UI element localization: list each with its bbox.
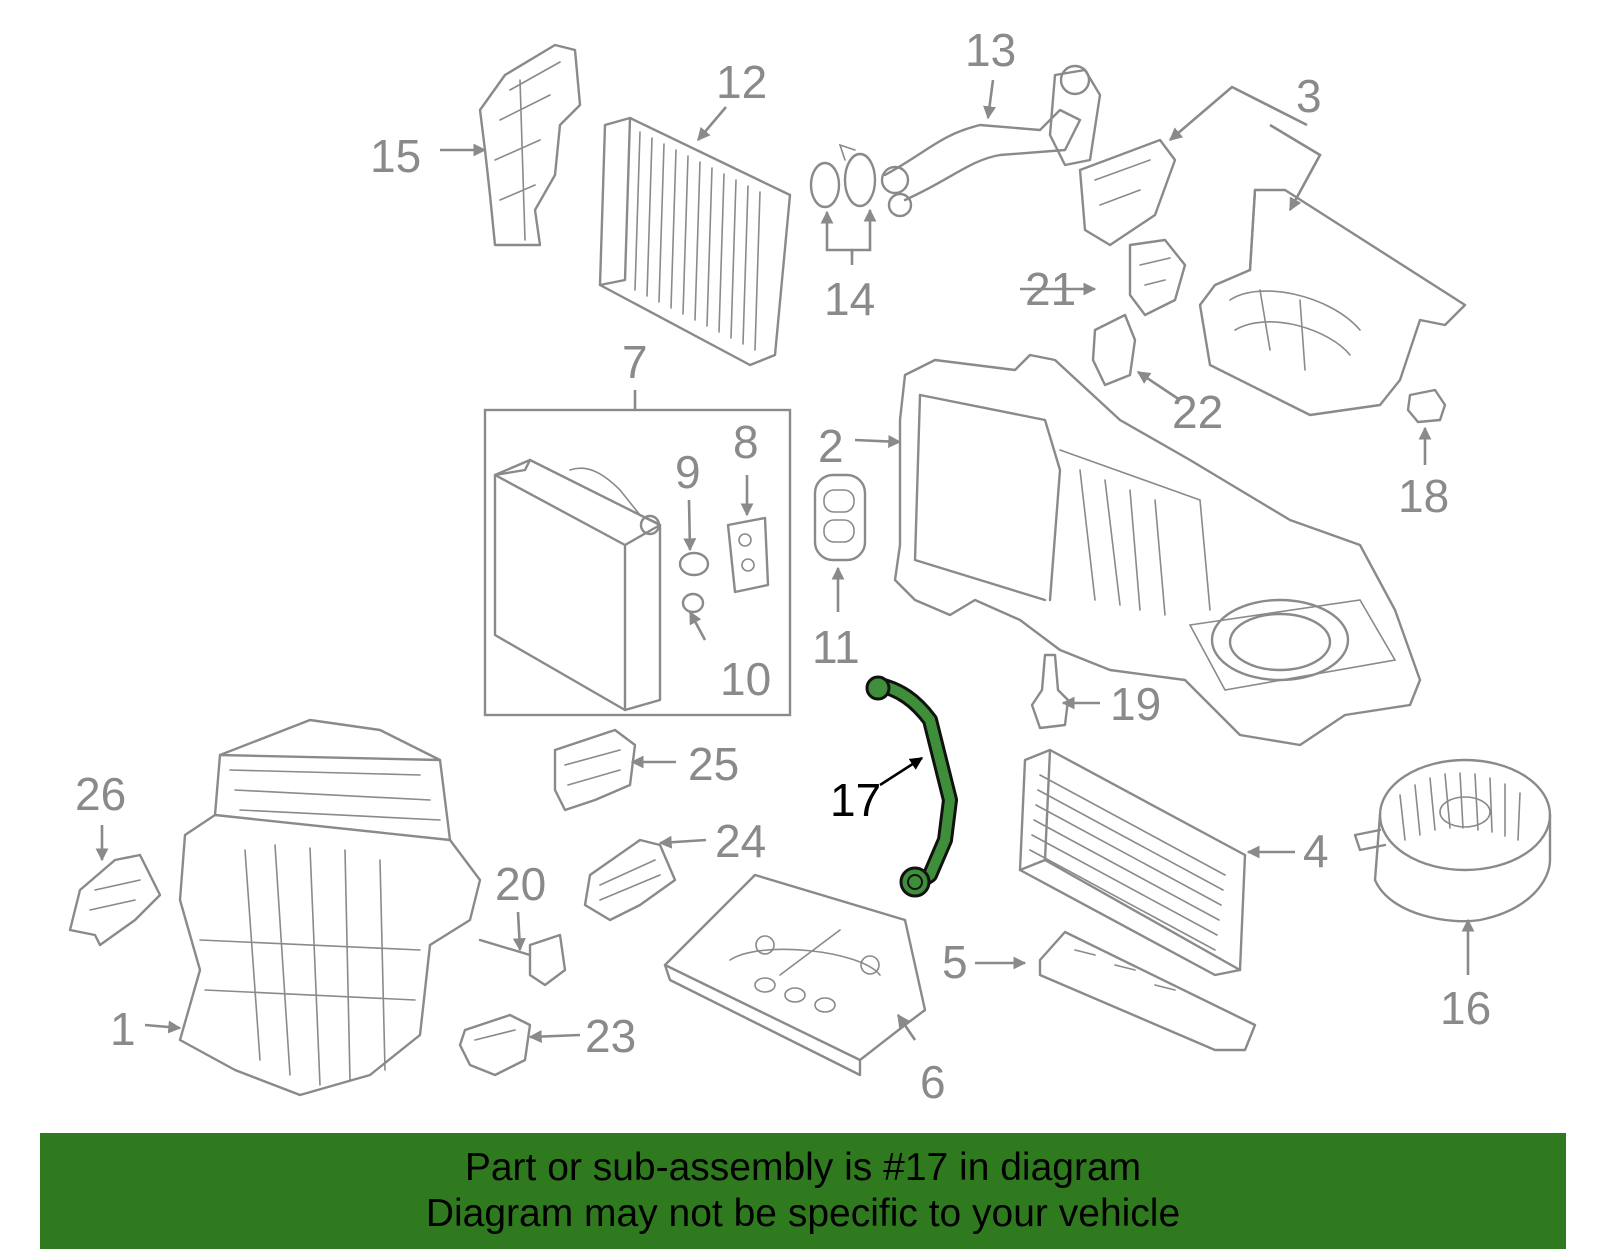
- part-23-actuator-drawing: [458, 1013, 532, 1077]
- part-17-drain-hose-highlighted[interactable]: [865, 675, 958, 898]
- callout-5[interactable]: 5: [942, 936, 968, 988]
- part-19-sensor-drawing: [1030, 653, 1070, 730]
- part-2-hvac-housing-drawing: [893, 353, 1422, 747]
- callout-17[interactable]: 17: [830, 774, 881, 826]
- callout-11[interactable]: 11: [812, 621, 860, 673]
- part-16-blower-motor-drawing: [1353, 758, 1552, 923]
- callout-13[interactable]: 13: [965, 24, 1016, 76]
- part-26-bracket-drawing: [68, 853, 162, 947]
- callout-21[interactable]: 21: [1025, 263, 1076, 315]
- part-24-actuator-drawing: [583, 838, 677, 922]
- footer-banner: Part or sub-assembly is #17 in diagram D…: [40, 1133, 1566, 1249]
- callout-9[interactable]: 9: [675, 446, 701, 498]
- part-21-actuator-drawing: [1128, 238, 1187, 317]
- part-11-seal-drawing: [813, 473, 867, 562]
- callout-15[interactable]: 15: [370, 130, 421, 182]
- callout-labels: 1 2 3 4 5 6 7 8 9 10 11 12 13 14 15 16 1…: [75, 24, 1491, 1108]
- part-4-cabin-filter-drawing: [1018, 748, 1247, 977]
- leader-line-17: [879, 756, 924, 787]
- callout-24[interactable]: 24: [715, 815, 766, 867]
- callout-3[interactable]: 3: [1296, 70, 1322, 122]
- callout-26[interactable]: 26: [75, 768, 126, 820]
- part-8-expansion-valve-drawing: [726, 516, 770, 594]
- part-22-actuator-drawing: [1091, 313, 1137, 387]
- part-12-heater-core-drawing: [598, 116, 792, 367]
- part-13-heater-pipe-drawing: [880, 64, 1102, 218]
- part-14-clamps-drawing: [809, 143, 877, 209]
- part-18-clip-drawing: [1406, 388, 1447, 424]
- callout-16[interactable]: 16: [1440, 982, 1491, 1034]
- callout-6[interactable]: 6: [920, 1056, 946, 1108]
- part-10-o-ring-drawing: [681, 592, 705, 614]
- callout-14[interactable]: 14: [824, 273, 875, 325]
- footer-line-2: Diagram may not be specific to your vehi…: [425, 1192, 1181, 1235]
- callout-2[interactable]: 2: [818, 420, 844, 472]
- callout-10[interactable]: 10: [720, 653, 771, 705]
- callout-25[interactable]: 25: [688, 738, 739, 790]
- callout-18[interactable]: 18: [1398, 470, 1449, 522]
- callout-20[interactable]: 20: [495, 858, 546, 910]
- part-7-evaporator-drawing: [493, 458, 662, 712]
- leader-lines: [95, 79, 1475, 1044]
- callout-4[interactable]: 4: [1303, 825, 1329, 877]
- part-drawings: [68, 43, 1552, 1097]
- footer-line-1: Part or sub-assembly is #17 in diagram: [464, 1146, 1142, 1189]
- callout-7[interactable]: 7: [622, 336, 648, 388]
- part-5-filter-cover-drawing: [1038, 930, 1257, 1052]
- parts-diagram: 1 2 3 4 5 6 7 8 9 10 11 12 13 14 15 16 1…: [68, 24, 1552, 1108]
- callout-1[interactable]: 1: [110, 1003, 136, 1055]
- callout-8[interactable]: 8: [733, 416, 759, 468]
- part-6-tray-drawing: [663, 873, 927, 1077]
- part-3-housing-drawing: [1078, 138, 1467, 417]
- part-20-sensor-drawing: [478, 933, 567, 987]
- callout-22[interactable]: 22: [1172, 386, 1223, 438]
- callout-12[interactable]: 12: [716, 56, 767, 108]
- part-9-o-ring-drawing: [678, 551, 710, 577]
- callout-19[interactable]: 19: [1110, 678, 1161, 730]
- part-15-duct-drawing: [478, 43, 582, 247]
- part-25-actuator-drawing: [553, 728, 637, 812]
- inset-box-7: [483, 408, 792, 717]
- callout-23[interactable]: 23: [585, 1010, 636, 1062]
- part-1-heater-box-drawing: [178, 718, 482, 1097]
